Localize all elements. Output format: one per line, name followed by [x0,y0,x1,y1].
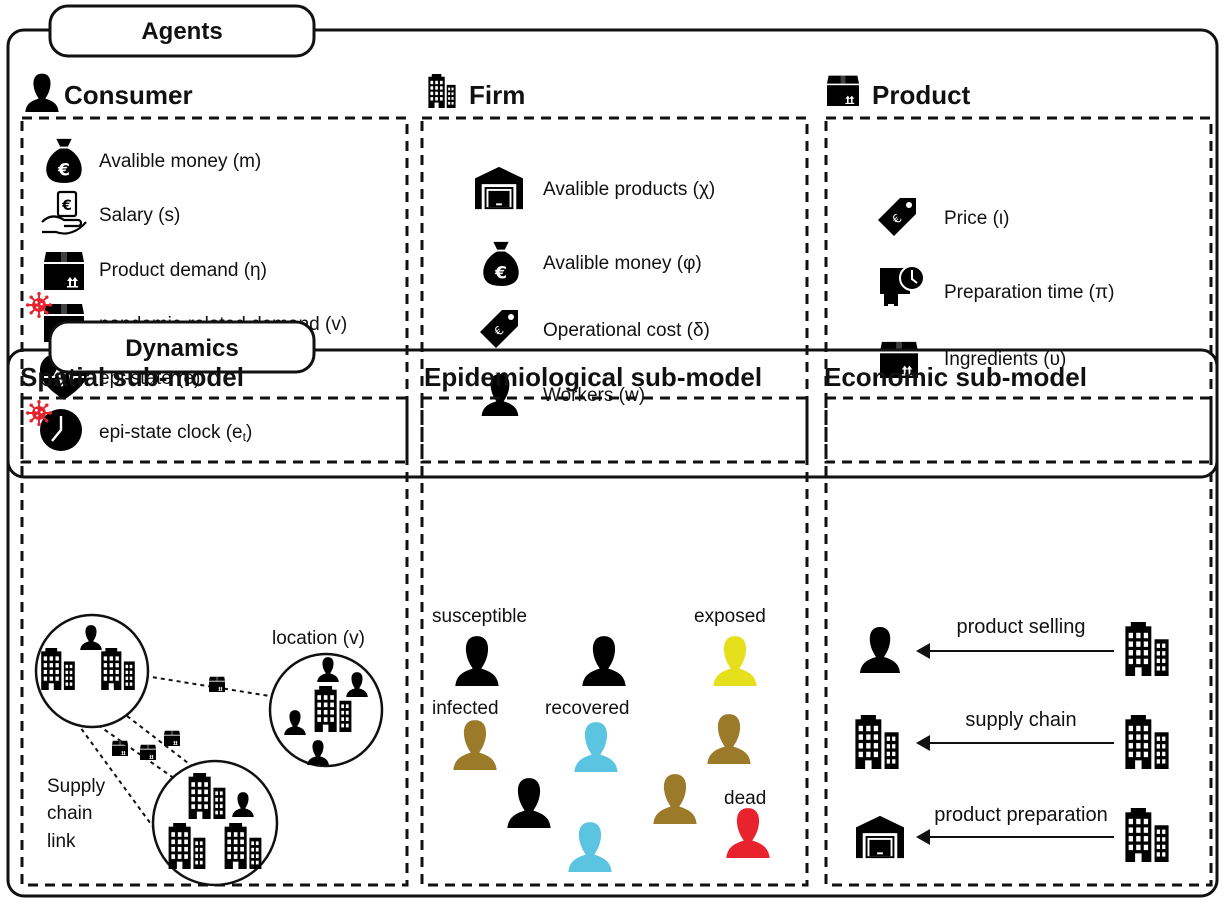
consumer-item-demand: Product demand (η) [99,260,267,281]
supply-chain-label-3: link [47,831,76,852]
preparation-arrowhead [916,829,930,845]
consumer-item-money: Avalible money (m) [99,151,261,172]
consumer-person-icon [860,627,900,673]
dynamics-frame [6,348,1219,898]
agents-title: Agents [141,18,222,45]
shipment-box-icon [140,744,156,760]
recovered-person-icon [574,722,618,772]
virus-icon [26,292,52,318]
spatial-title: Spatial sub-model [20,362,244,392]
susceptible-person-icon [507,778,551,828]
epidemiological-box [420,396,809,887]
firm-building-icon [1125,715,1169,769]
product-demand-box-icon [44,252,84,290]
infected-person-icon [453,720,497,770]
firm-item-money: Avalible money (φ) [543,253,702,274]
state-exposed-label: exposed [694,606,766,627]
firm-item-products: Avalible products (χ) [543,179,715,200]
location-circle-a [34,613,150,729]
product-item-price: Price (ι) [944,208,1009,229]
susceptible-person-icon [582,636,626,686]
warehouse-icon [856,815,904,859]
infected-person-icon [707,714,751,764]
shipment-box-icon [112,740,128,756]
selling-arrowhead [916,643,930,659]
money-bag-icon [483,241,519,286]
epi-people [453,636,770,872]
dead-person-icon [726,808,770,858]
exposed-person-icon [713,636,757,686]
consumer-title: Consumer [64,80,193,110]
flow-selling-label: product selling [957,616,1086,638]
recovered-person-icon [568,822,612,872]
price-tag-icon [480,310,518,348]
firm-item-workers: Workers (w) [543,385,645,406]
location-circle-b [268,652,384,768]
supply-chain-label-1: Supply [47,776,106,797]
product-box [824,116,1213,464]
epidemiological-title: Epidemiological sub-model [424,362,762,392]
consumer-item-salary: Salary (s) [99,205,180,226]
product-item-prep: Preparation time (π) [944,282,1114,303]
consumer-item-clock: epi-state clock (et) [99,422,252,444]
dynamics-tab [48,320,316,374]
economic-box [824,396,1213,887]
firm-box [420,116,809,464]
supply-arrowhead [916,735,930,751]
infected-person-icon [653,774,697,824]
firm-building-icon [855,715,899,769]
location-label: location (v) [272,628,365,649]
firm-building-icon [428,74,456,108]
firm-building-icon [1125,622,1169,676]
agents-frame [6,28,1219,479]
svg-text:€: € [61,198,72,214]
supply-chain-label-2: chain [47,803,92,824]
state-susceptible-label: susceptible [432,606,527,627]
economic-title: Economic sub-model [824,362,1087,392]
state-dead-label: dead [724,788,766,809]
price-tag-icon [878,198,916,236]
state-recovered-label: recovered [545,698,630,719]
warehouse-icon [475,166,523,210]
agents-tab [48,4,316,58]
product-title: Product [872,80,971,110]
money-bag-icon [46,138,82,183]
clock-icon [40,409,82,451]
consumer-box [20,116,409,464]
salary-hand-icon: € [41,190,87,235]
state-infected-label: infected [432,698,499,719]
product-box-icon [827,75,859,106]
spatial-box [20,396,409,887]
firm-building-icon [1125,808,1169,862]
shipment-box-icon [164,730,180,746]
preparation-time-icon [880,265,925,308]
consumer-person-icon [25,73,59,112]
product-item-ingredients: Ingredients (υ) [944,349,1066,370]
susceptible-person-icon [455,636,499,686]
flow-preparation-label: product preparation [934,804,1107,826]
shipment-box-icon [209,676,225,692]
firm-item-cost: Operational cost (δ) [543,320,710,341]
dynamics-title: Dynamics [125,335,238,362]
flow-supply-label: supply chain [965,709,1076,731]
location-circle-c [151,759,279,887]
firm-title: Firm [469,80,525,110]
